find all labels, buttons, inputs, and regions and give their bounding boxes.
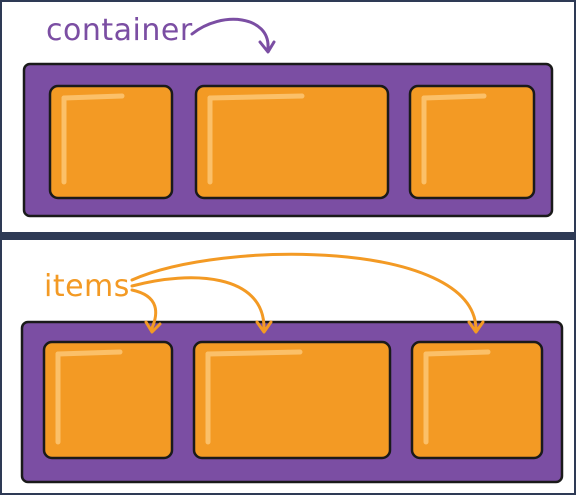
items-arrow-1 (130, 288, 158, 330)
items-arrow-3 (130, 252, 478, 330)
flex-item-2 (192, 340, 392, 460)
flex-item-1 (42, 340, 174, 460)
container-item-2 (194, 84, 390, 200)
container-panel: container (2, 2, 574, 232)
items-arrowhead-2 (255, 320, 273, 334)
container-item-1 (48, 84, 174, 200)
items-label: items (44, 269, 130, 304)
items-arrowhead-1 (144, 320, 162, 334)
container-item-3 (408, 84, 536, 200)
items-arrowhead-3 (467, 320, 485, 334)
container-arrow (190, 17, 270, 50)
container-label: container (46, 13, 193, 48)
container-diagram (22, 17, 554, 218)
items-arrow-2 (130, 276, 266, 330)
flex-item-3 (410, 340, 544, 460)
items-panel: items (2, 240, 574, 493)
items-diagram (20, 252, 564, 484)
container-arrowhead (258, 40, 276, 54)
